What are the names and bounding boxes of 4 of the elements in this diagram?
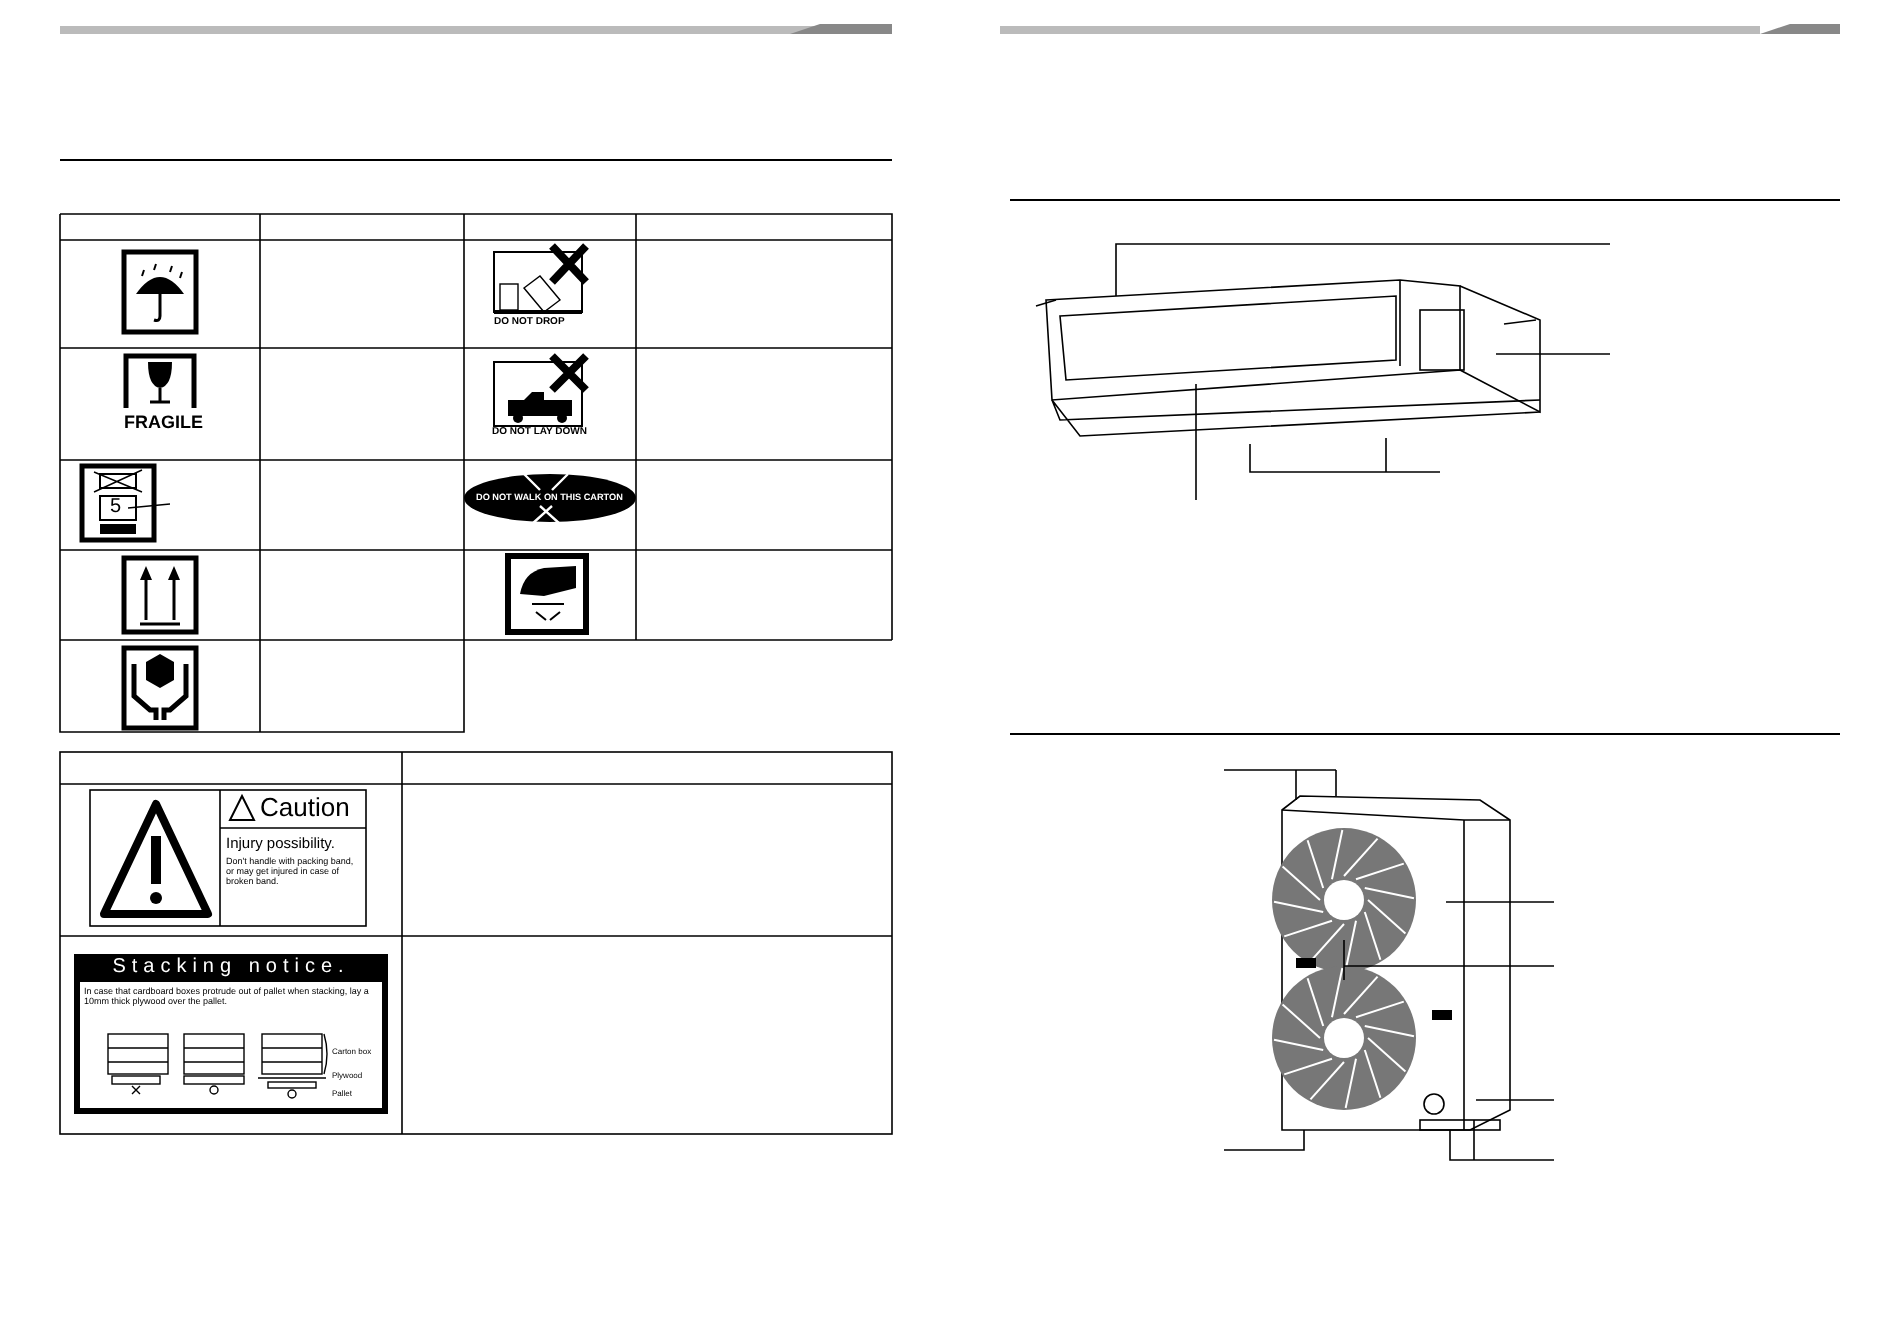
caution-heading: Caution — [260, 794, 350, 823]
icon-caption: FRAGILE — [124, 414, 203, 434]
stack-limit-number: 5 — [110, 496, 122, 518]
notice-heading: Stacking notice. — [110, 956, 352, 978]
